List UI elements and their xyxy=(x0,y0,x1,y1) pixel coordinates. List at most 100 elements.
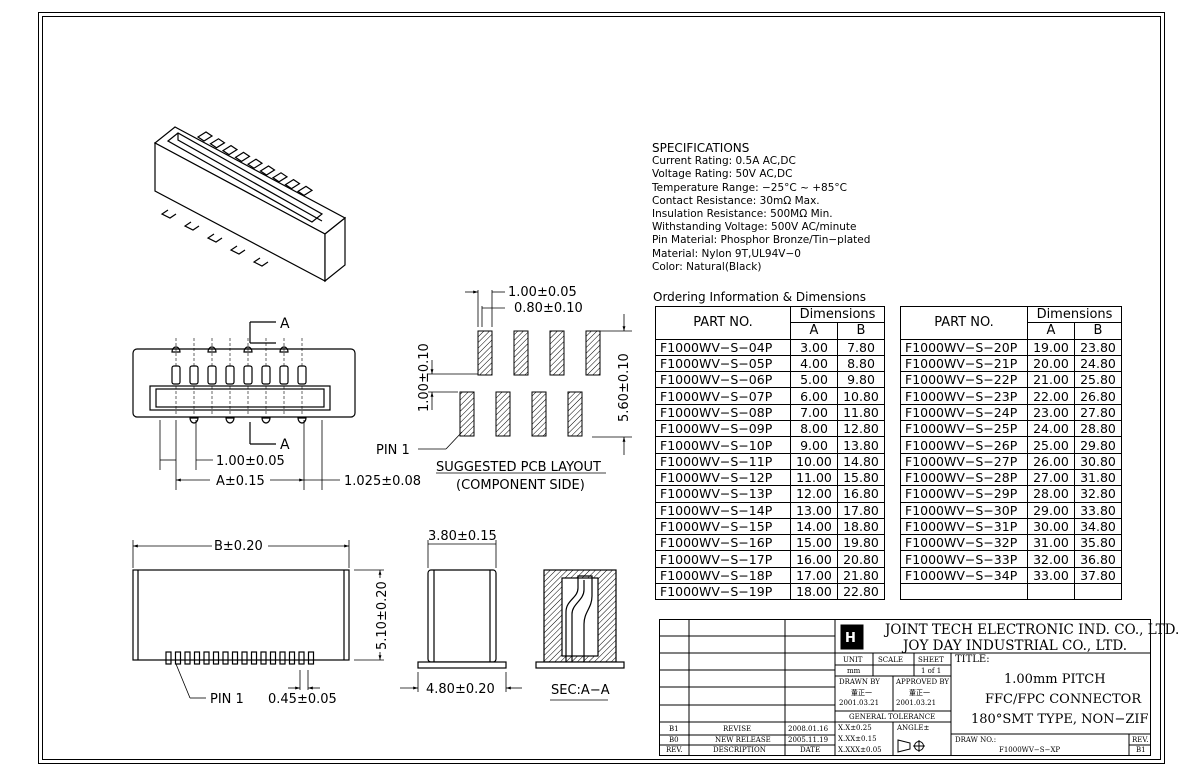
pcb-width-2: 0.80±0.10 xyxy=(514,301,583,316)
cell-b: 18.80 xyxy=(837,517,885,536)
cell-b: 11.80 xyxy=(837,403,885,422)
cell-a: 26.00 xyxy=(1027,452,1075,470)
pcb-pad-row2 xyxy=(531,391,547,437)
cell-b: 9.80 xyxy=(837,371,885,389)
title-label: TITLE: xyxy=(955,654,990,665)
side-pin xyxy=(269,651,277,665)
cell-part: F1000WV−S−20P xyxy=(900,338,1028,356)
cell-part: F1000WV−S−14P xyxy=(655,501,791,519)
contact-slot xyxy=(209,138,226,149)
cell-part: F1000WV−S−21P xyxy=(900,354,1028,373)
cell-part: F1000WV−S−13P xyxy=(655,485,791,503)
cell-a: 21.00 xyxy=(1027,371,1075,389)
contact-slot xyxy=(221,144,239,156)
approved-by-name: 董正一 xyxy=(909,689,930,697)
revision-b1-date: 2008.01.16 xyxy=(788,725,829,733)
title-block: H JOINT TECH ELECTRONIC IND. CO., LTD. J… xyxy=(659,619,1179,756)
tolerance-3: X.XXX±0.05 xyxy=(838,746,882,754)
cell-part: F1000WV−S−04P xyxy=(655,338,791,356)
cell-a: 20.00 xyxy=(1027,354,1075,373)
section-view xyxy=(535,569,625,701)
side-pin xyxy=(184,651,191,665)
spec-line: Color: Natural(Black) xyxy=(652,260,762,273)
cell-a: 22.00 xyxy=(1027,387,1075,405)
header-part-no: PART NO. xyxy=(655,306,791,340)
draw-number-value: F1000WV−S−XP xyxy=(999,746,1061,754)
rev-label: REV. xyxy=(1132,736,1149,744)
cell-part: F1000WV−S−07P xyxy=(655,387,791,405)
approved-by-label: APPROVED BY xyxy=(896,678,950,686)
solder-leg xyxy=(160,209,177,219)
revision-b0-description: NEW RELEASE xyxy=(715,736,771,744)
specifications: SPECIFICATIONS Current Rating: 0.5A AC,D… xyxy=(652,141,870,274)
projection-symbol xyxy=(897,739,925,753)
scale-label: SCALE xyxy=(878,656,903,664)
cell-b: 37.80 xyxy=(1074,566,1122,585)
cell-a: 33.00 xyxy=(1027,566,1075,585)
isometric-view xyxy=(153,126,347,283)
side-view xyxy=(132,540,384,699)
ordering-title: Ordering Information & Dimensions xyxy=(653,290,866,304)
cell-part: F1000WV−S−34P xyxy=(900,566,1028,585)
header-dimensions: Dimensions xyxy=(790,305,885,324)
header-a: A xyxy=(1027,322,1075,340)
rev-value: B1 xyxy=(1136,746,1146,754)
cell-part: F1000WV−S−08P xyxy=(655,403,791,422)
pcb-layout xyxy=(418,290,632,474)
pcb-pad-row2 xyxy=(567,391,583,437)
pin-tip-top xyxy=(171,346,181,353)
side-pin xyxy=(203,651,210,665)
cell-b: 17.80 xyxy=(837,501,885,519)
side-pin xyxy=(222,651,229,665)
section-label-top: A xyxy=(280,316,290,332)
general-tolerance-label: GENERAL TOLERANCE xyxy=(849,713,936,721)
cell-a: 6.00 xyxy=(790,387,838,405)
pcb-pad-row1 xyxy=(549,330,565,376)
side-pin xyxy=(193,651,201,665)
cell-a: 29.00 xyxy=(1027,501,1075,519)
cell-part: F1000WV−S−19P xyxy=(655,583,791,601)
side-pin xyxy=(250,651,258,665)
b-dimension: B±0.20 xyxy=(214,539,263,554)
cell-part: F1000WV−S−10P xyxy=(655,436,791,454)
unit-label: UNIT xyxy=(843,656,863,664)
pin-tip-bottom xyxy=(189,417,199,424)
end-view xyxy=(400,540,522,692)
cell-part: F1000WV−S−25P xyxy=(900,420,1028,438)
drawing-border-inner xyxy=(42,16,1161,760)
contact-slot xyxy=(271,172,289,183)
cell-a: 24.00 xyxy=(1027,420,1075,438)
cell-a: 7.00 xyxy=(790,403,838,422)
contact-slot xyxy=(246,158,264,169)
sheet-value: 1 of 1 xyxy=(921,667,942,675)
pcb-pad-row2 xyxy=(459,391,475,437)
cell-a: 12.00 xyxy=(790,485,838,503)
cell-a: 8.00 xyxy=(790,420,838,438)
cell-b: 27.80 xyxy=(1074,403,1122,422)
cell-part: F1000WV−S−27P xyxy=(900,452,1028,470)
cell-b: 25.80 xyxy=(1074,371,1122,389)
cell-b: 13.80 xyxy=(837,436,885,454)
cell-part: F1000WV−S−32P xyxy=(900,534,1028,552)
pcb-pad-row1 xyxy=(477,330,493,376)
cell-part: F1000WV−S−16P xyxy=(655,534,791,552)
side-pin xyxy=(231,651,239,665)
header-part-no: PART NO. xyxy=(900,306,1028,340)
cell-b: 14.80 xyxy=(837,452,885,470)
column-rev: REV. xyxy=(666,746,683,754)
revision-b0: B0 xyxy=(669,736,679,744)
column-description: DESCRIPTION xyxy=(713,746,766,754)
spec-heading: SPECIFICATIONS xyxy=(652,141,750,155)
spec-line: Temperature Range: −25°C ~ +85°C xyxy=(652,181,847,194)
depth-bottom-dimension: 4.80±0.20 xyxy=(426,682,495,697)
cell-a: 10.00 xyxy=(790,452,838,470)
